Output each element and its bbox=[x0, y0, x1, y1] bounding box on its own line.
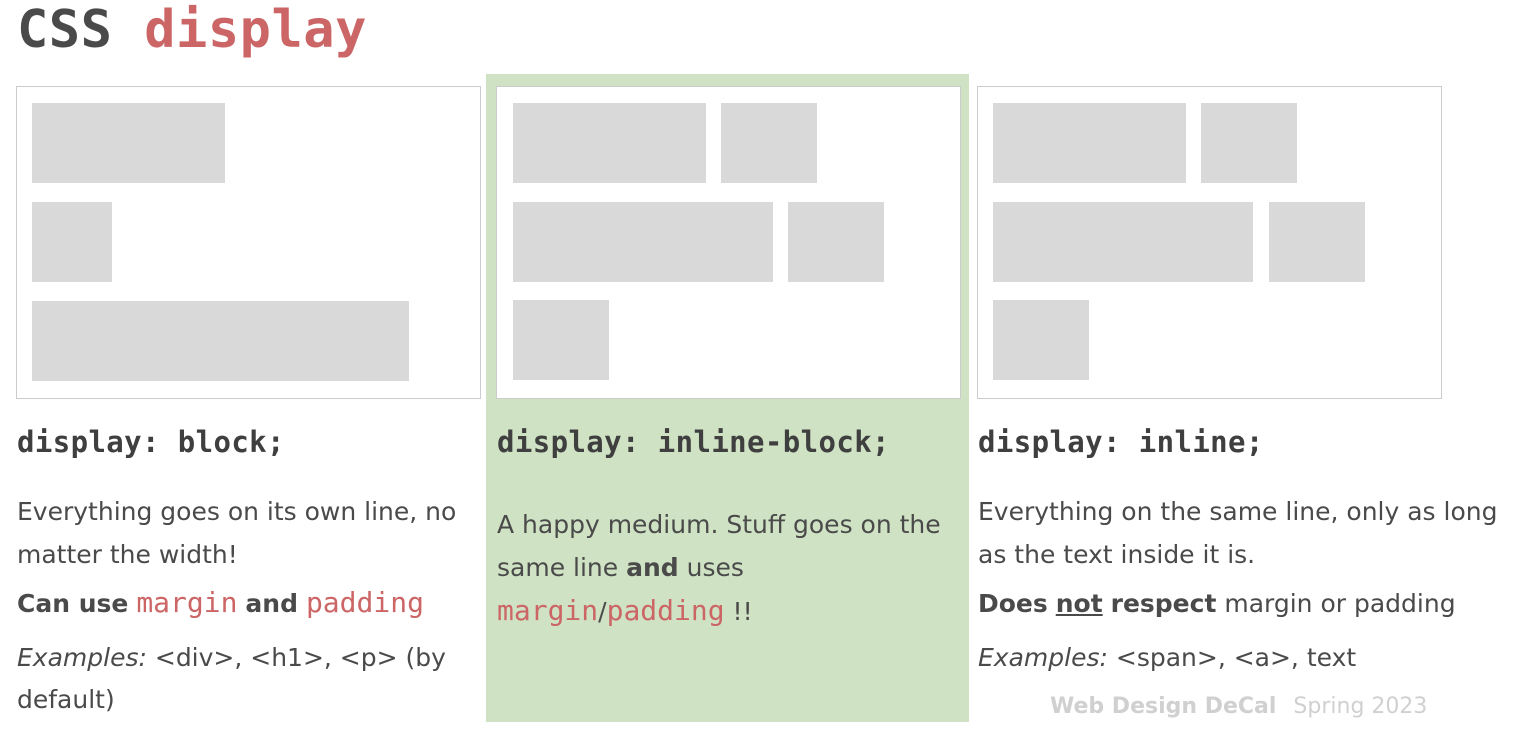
inline-block-element bbox=[721, 103, 817, 183]
use-line-mid: and bbox=[245, 589, 298, 618]
block-element bbox=[32, 202, 112, 282]
block-element bbox=[32, 301, 409, 381]
examples-text: <span>, <a>, text bbox=[1107, 643, 1357, 672]
respect-pre: Does bbox=[978, 589, 1048, 618]
respect-rest: margin or padding bbox=[1224, 589, 1456, 618]
inline-element bbox=[993, 103, 1186, 183]
inline-block-element bbox=[513, 103, 706, 183]
block-diagram bbox=[16, 86, 481, 399]
inline-block-description: A happy medium. Stuff goes on the same l… bbox=[497, 503, 957, 633]
inline-code-label: display: inline; bbox=[978, 425, 1264, 459]
footer-brand: Web Design DeCal bbox=[1050, 694, 1277, 719]
padding-keyword: padding bbox=[305, 586, 424, 619]
footer: Web Design DeCal Spring 2023 bbox=[1050, 694, 1427, 719]
inline-diagram bbox=[977, 86, 1442, 399]
title-prefix: CSS bbox=[17, 0, 113, 60]
use-line-pre: Can use bbox=[17, 589, 129, 618]
inline-block-element bbox=[788, 202, 884, 282]
examples-text: <div>, <h1>, <p> (by default) bbox=[17, 643, 446, 714]
block-description: Everything goes on its own line, no matt… bbox=[17, 497, 457, 569]
block-code-label: display: block; bbox=[17, 425, 285, 459]
margin-keyword: margin bbox=[136, 586, 238, 619]
inline-respect-line: Does not respect margin or padding bbox=[978, 589, 1456, 618]
inline-block-element bbox=[513, 300, 609, 380]
block-examples: Examples: <div>, <h1>, <p> (by default) bbox=[17, 637, 457, 721]
inline-examples: Examples: <span>, <a>, text bbox=[978, 637, 1498, 679]
padding-keyword: padding bbox=[606, 594, 725, 627]
footer-term: Spring 2023 bbox=[1293, 694, 1428, 719]
slash-separator: / bbox=[598, 597, 607, 626]
examples-label: Examples: bbox=[17, 643, 147, 672]
inline-element bbox=[993, 300, 1089, 380]
page-title: CSS display bbox=[17, 0, 367, 62]
margin-keyword: margin bbox=[497, 594, 599, 627]
respect-bold: respect bbox=[1110, 589, 1217, 618]
inline-element bbox=[1269, 202, 1365, 282]
block-element bbox=[32, 103, 225, 183]
inline-element bbox=[993, 202, 1253, 282]
inline-block-element bbox=[513, 202, 773, 282]
description-post: uses bbox=[686, 553, 744, 582]
inline-element bbox=[1201, 103, 1297, 183]
inline-block-diagram bbox=[496, 86, 961, 399]
description-pre: A happy medium. Stuff goes on the same l… bbox=[497, 510, 941, 582]
exclamation: !! bbox=[724, 597, 753, 626]
description-bold: and bbox=[626, 553, 679, 582]
examples-label: Examples: bbox=[978, 643, 1108, 672]
inline-block-code-label: display: inline-block; bbox=[497, 425, 890, 459]
block-use-line: Can use margin and padding bbox=[17, 586, 424, 619]
title-keyword: display bbox=[144, 0, 367, 60]
inline-description: Everything on the same line, only as lon… bbox=[978, 497, 1498, 569]
respect-not: not bbox=[1055, 589, 1103, 618]
